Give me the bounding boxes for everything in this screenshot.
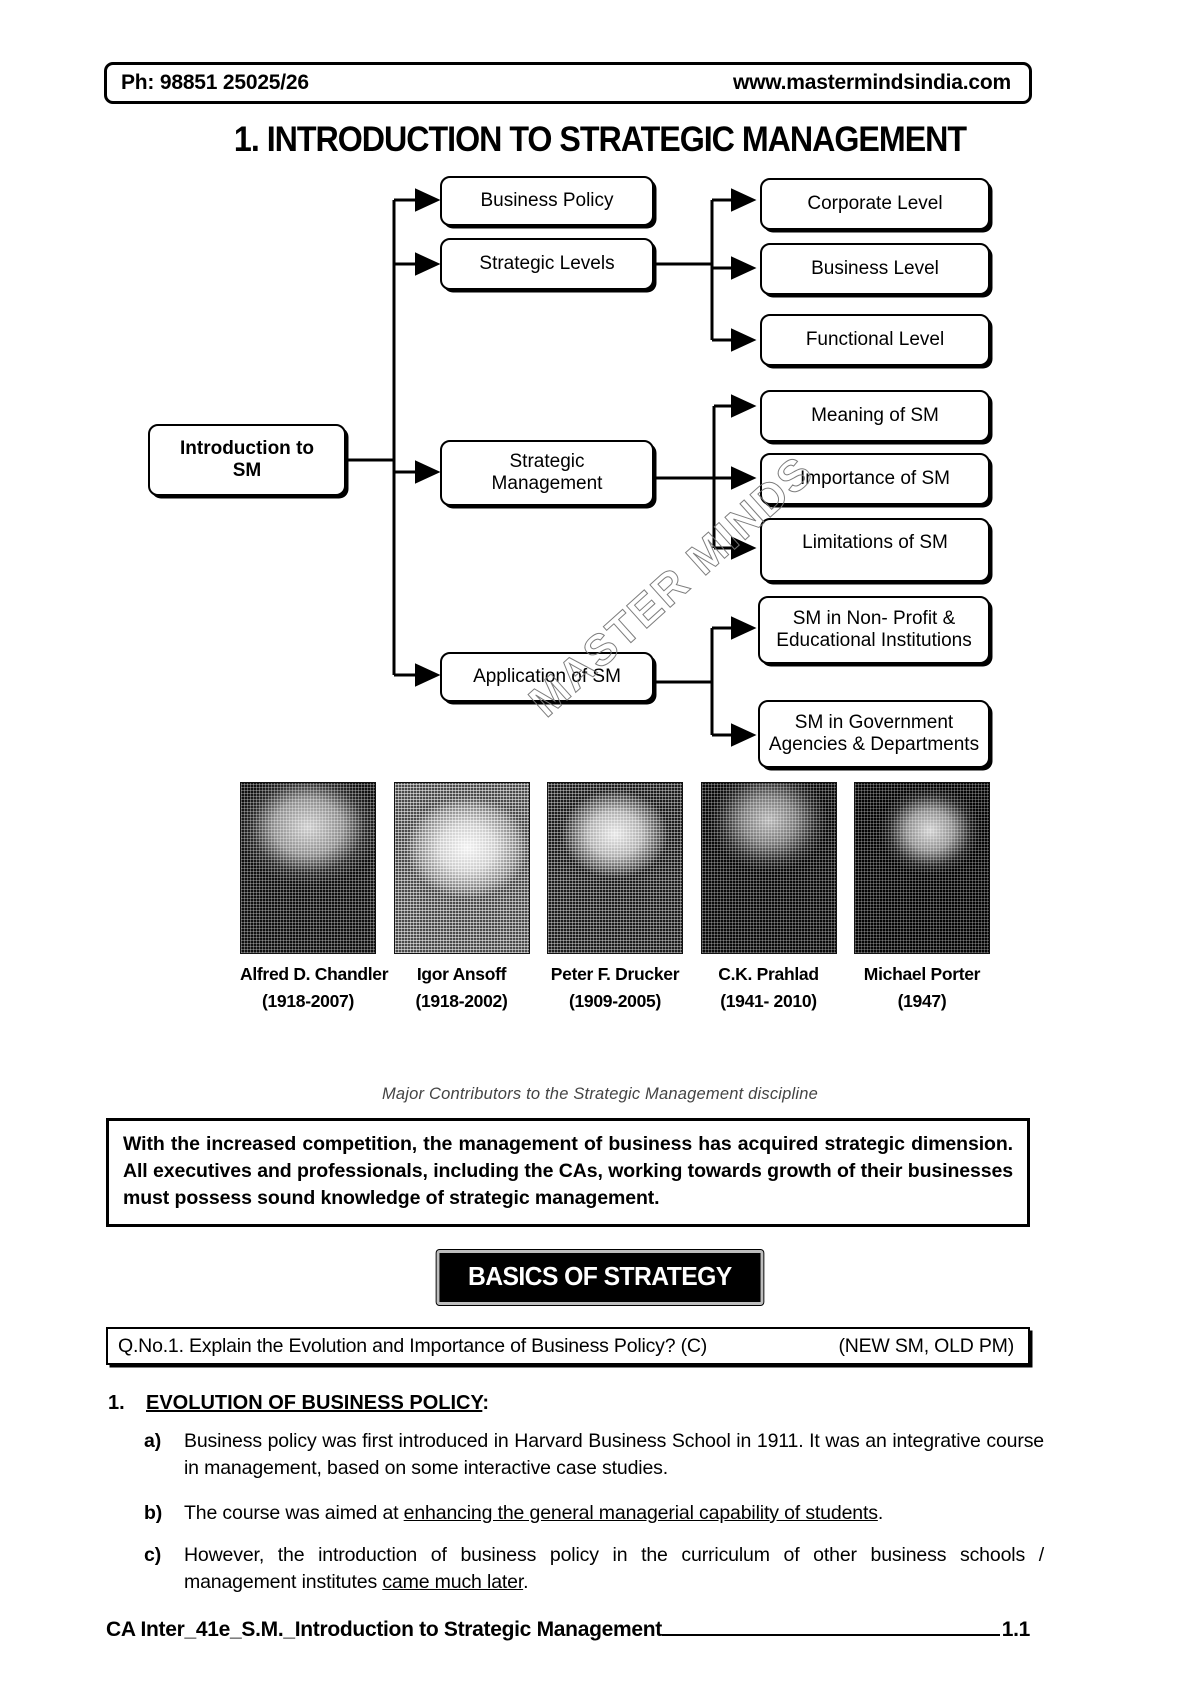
question-box: Q.No.1. Explain the Evolution and Import… — [106, 1327, 1030, 1365]
section-heading-underlined: EVOLUTION OF BUSINESS POLICY — [146, 1392, 483, 1414]
flow-node-corporate-level-label: Corporate Level — [807, 192, 943, 214]
portrait-photo — [393, 782, 530, 954]
list-item: a) Business policy was first introduced … — [144, 1428, 1044, 1481]
footer-title: CA Inter_41e_S.M._Introduction to Strate… — [106, 1618, 662, 1641]
contributor-name: C.K. Prahlad — [718, 964, 819, 984]
flow-node-limitations-of-sm[interactable]: Limitations of SM — [760, 518, 990, 582]
portrait-photo — [854, 782, 990, 954]
section-banner: BASICS OF STRATEGY — [436, 1250, 764, 1305]
flow-node-business-policy-label: Business Policy — [480, 189, 614, 211]
question-text: Q.No.1. Explain the Evolution and Import… — [118, 1334, 708, 1357]
header-phone: Ph: 98851 25025/26 — [121, 71, 309, 94]
footer-rule — [661, 1633, 1000, 1636]
contributor-item: Peter F. Drucker (1909-2005) — [547, 782, 683, 1012]
question-source-tag: (NEW SM, OLD PM) — [838, 1334, 1014, 1357]
list-item-text: The course was aimed at enhancing the ge… — [184, 1502, 884, 1524]
flow-node-limitations-of-sm-label: Limitations of SM — [802, 532, 948, 553]
list-item-text: However, the introduction of business po… — [184, 1544, 1044, 1593]
portrait-photo — [700, 782, 837, 954]
contributor-years: (1918-2002) — [415, 991, 508, 1011]
list-item-bullet: a) — [144, 1430, 162, 1452]
flow-node-corporate-level[interactable]: Corporate Level — [760, 178, 990, 230]
contributor-years: (1941- 2010) — [720, 991, 817, 1011]
contributors-caption: Major Contributors to the Strategic Mana… — [381, 1085, 819, 1103]
section-number: 1. — [108, 1392, 125, 1414]
contributor-name: Alfred D. Chandler — [240, 964, 389, 984]
flow-node-business-level-label: Business Level — [811, 257, 939, 279]
contributors-row: Alfred D. Chandler (1918-2007) Igor Anso… — [240, 782, 990, 1012]
flow-node-importance-of-sm-label: Importance of SM — [800, 467, 950, 489]
section-heading-colon: : — [482, 1392, 489, 1414]
contributor-name: Michael Porter — [863, 964, 981, 984]
flow-node-application-of-sm[interactable]: Application of SM — [440, 652, 654, 702]
page-header: Ph: 98851 25025/26 www.mastermindsindia.… — [104, 62, 1032, 104]
flow-node-sm-non-profit[interactable]: SM in Non- Profit &Educational Instituti… — [758, 596, 990, 664]
flow-node-strategic-levels-label: Strategic Levels — [479, 252, 615, 274]
list-item-bullet: b) — [144, 1502, 163, 1524]
flow-node-meaning-of-sm-label: Meaning of SM — [811, 404, 939, 426]
flow-node-application-of-sm-label: Application of SM — [473, 665, 621, 687]
flow-node-strategic-levels[interactable]: Strategic Levels — [440, 238, 654, 290]
contributor-name: Igor Ansoff — [416, 964, 507, 984]
flow-node-functional-level-label: Functional Level — [805, 328, 945, 350]
footer-page-number: 1.1 — [1001, 1618, 1031, 1641]
list-item: c) However, the introduction of business… — [144, 1542, 1044, 1595]
flow-node-business-policy[interactable]: Business Policy — [440, 176, 654, 226]
page-title: 1. INTRODUCTION TO STRATEGIC MANAGEMENT — [233, 120, 967, 159]
contributor-years: (1909-2005) — [568, 991, 662, 1011]
list-item: b) The course was aimed at enhancing the… — [144, 1500, 1044, 1527]
flow-node-business-level[interactable]: Business Level — [760, 243, 990, 295]
contributor-name: Peter F. Drucker — [550, 964, 680, 984]
contributor-years: (1947) — [897, 991, 947, 1011]
section-banner-wrap: BASICS OF STRATEGY — [0, 1250, 1200, 1305]
flow-node-importance-of-sm[interactable]: Importance of SM — [760, 453, 990, 505]
portrait-photo — [547, 782, 683, 954]
intro-paragraph-box: With the increased competition, the mana… — [106, 1118, 1030, 1227]
watermark: MASTER MINDS — [519, 446, 824, 727]
portrait-photo — [240, 782, 376, 954]
header-website: www.mastermindsindia.com — [733, 71, 1011, 94]
contributor-years: (1918-2007) — [261, 991, 355, 1011]
section-heading: EVOLUTION OF BUSINESS POLICY: — [146, 1392, 489, 1415]
contributor-item: Michael Porter (1947) — [854, 782, 990, 1012]
flow-node-sm-non-profit-label: SM in Non- Profit &Educational Instituti… — [776, 607, 972, 651]
contributor-item: Igor Ansoff (1918-2002) — [393, 782, 530, 1012]
contributor-item: C.K. Prahlad (1941- 2010) — [700, 782, 837, 1012]
flow-node-functional-level[interactable]: Functional Level — [760, 314, 990, 366]
list-item-text: Business policy was first introduced in … — [184, 1430, 1044, 1479]
list-item-bullet: c) — [144, 1544, 162, 1566]
contributor-item: Alfred D. Chandler (1918-2007) — [240, 782, 389, 1012]
page-footer: CA Inter_41e_S.M._Introduction to Strate… — [106, 1618, 1030, 1642]
flow-node-meaning-of-sm[interactable]: Meaning of SM — [760, 390, 990, 442]
